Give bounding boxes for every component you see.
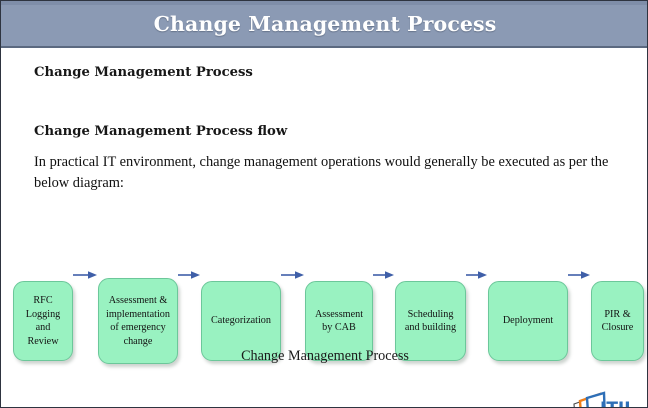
- section-heading-primary: Change Management Process: [34, 65, 253, 80]
- flow-arrow-2: [178, 271, 200, 279]
- flow-step-2[interactable]: Assessment & implementation of emergency…: [98, 278, 178, 364]
- flow-arrow-3: [281, 271, 304, 279]
- flow-step-3[interactable]: Categorization: [201, 281, 281, 361]
- flow-arrow-4: [373, 271, 394, 279]
- flow-step-label: Assessment by CAB: [314, 308, 364, 334]
- flow-step-label: Categorization: [211, 315, 271, 327]
- flow-step-1[interactable]: RFC Logging and Review: [13, 281, 73, 361]
- flow-step-label: Deployment: [502, 315, 554, 327]
- fanned-pages-icon: [573, 391, 606, 407]
- change-management-flowchart: RFC Logging and Review Assessment & impl…: [1, 228, 647, 364]
- flow-step-6[interactable]: Deployment: [488, 281, 568, 361]
- flow-step-label: PIR & Closure: [601, 308, 634, 334]
- logo-text-itil: ITIL: [600, 399, 635, 408]
- diagram-caption: Change Management Process: [241, 348, 409, 364]
- flow-step-7[interactable]: PIR & Closure: [591, 281, 644, 361]
- flow-step-4[interactable]: Assessment by CAB: [305, 281, 373, 361]
- intro-paragraph: In practical IT environment, change mana…: [34, 154, 609, 191]
- page-content: Change Management Process Change Managem…: [1, 48, 647, 408]
- flow-arrow-1: [73, 271, 97, 279]
- flow-step-label: RFC Logging and Review: [25, 295, 61, 347]
- flow-step-label: Assessment & implementation of emergency…: [106, 295, 170, 347]
- flow-arrow-6: [568, 271, 590, 279]
- flow-step-5[interactable]: Scheduling and building: [395, 281, 466, 361]
- flow-step-label: Scheduling and building: [404, 308, 457, 334]
- itil-docs-logo: ITIL DOCS: [573, 391, 635, 408]
- section-heading-secondary: Change Management Process flow: [34, 124, 288, 139]
- page-title-bar: Change Management Process: [1, 1, 647, 48]
- page-title: Change Management Process: [153, 11, 497, 36]
- flow-arrow-5: [466, 271, 487, 279]
